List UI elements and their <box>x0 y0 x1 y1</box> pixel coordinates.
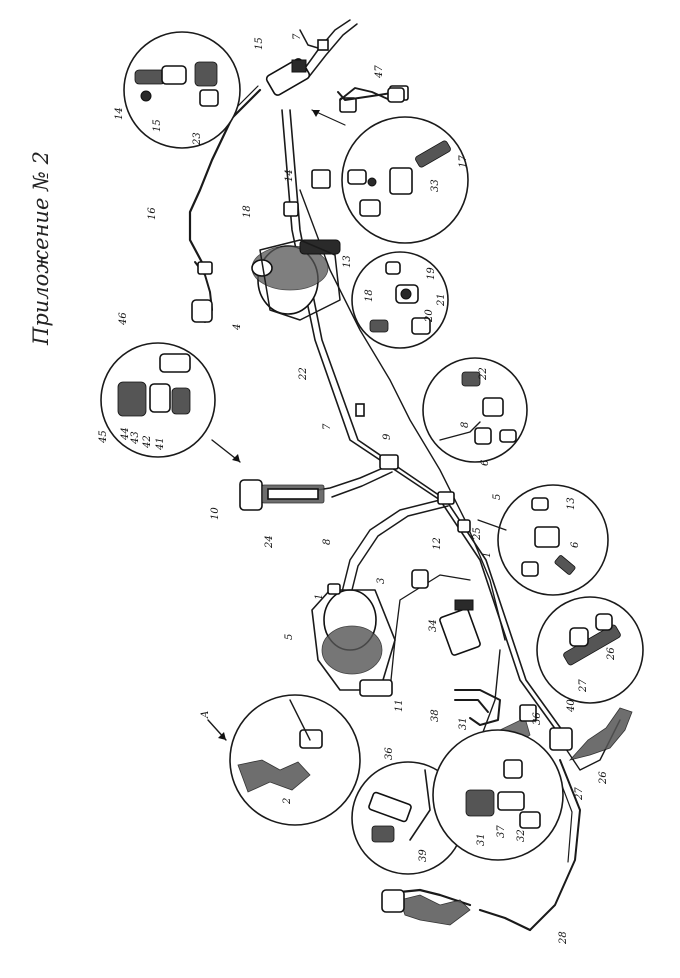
block-10-24 <box>239 479 325 511</box>
label-38: 38 <box>430 709 441 722</box>
label-23: 23 <box>192 132 203 146</box>
label-14b: 14 <box>284 169 295 182</box>
label-10: 10 <box>210 507 221 520</box>
fittings-top-right <box>265 58 409 217</box>
valve-block-34 <box>411 569 481 656</box>
label-17: 17 <box>458 155 469 168</box>
label-9: 9 <box>382 433 393 440</box>
label-36a: 36 <box>532 712 543 725</box>
label-26a: 26 <box>606 647 617 661</box>
label-14a: 14 <box>114 107 125 120</box>
detail-circle-22-8 <box>422 357 528 463</box>
label-21: 21 <box>436 293 447 307</box>
label-8b: 8 <box>322 539 333 545</box>
brake-chamber-top <box>251 239 341 321</box>
label-24: 24 <box>264 535 275 549</box>
top-right-hose <box>299 29 405 103</box>
detail-circle-18-21 <box>351 251 449 349</box>
label-27a: 27 <box>578 679 589 693</box>
detail-circle-31-37 <box>432 729 564 861</box>
label-43: 43 <box>130 431 141 445</box>
label-40: 40 <box>566 699 577 713</box>
label-2: 2 <box>282 798 293 805</box>
label-46: 46 <box>118 312 129 326</box>
label-12: 12 <box>432 537 443 550</box>
label-3: 3 <box>376 578 387 584</box>
label-6b: 6 <box>570 541 581 548</box>
label-25: 25 <box>472 527 483 541</box>
detail-circle-13-6 <box>497 484 609 596</box>
label-13: 13 <box>342 255 353 268</box>
label-34: 34 <box>428 619 439 632</box>
label-42: 42 <box>142 435 153 449</box>
label-36b: 36 <box>384 747 395 760</box>
detail-circle-26-27 <box>536 596 644 704</box>
label-13b: 13 <box>566 497 577 510</box>
label-32: 32 <box>516 829 527 842</box>
label-15a: 15 <box>254 37 265 50</box>
label-4: 4 <box>232 324 243 331</box>
label-15b: 15 <box>152 119 163 132</box>
label-1b: 1 <box>314 594 325 600</box>
label-31a: 31 <box>458 717 469 730</box>
diagram-title: Приложение № 2 <box>29 151 53 346</box>
label-18a: 18 <box>242 205 253 218</box>
label-28: 28 <box>558 931 569 945</box>
label-6: 6 <box>480 459 491 466</box>
label-33: 33 <box>430 179 441 192</box>
label-45: 45 <box>98 430 109 444</box>
label-19: 19 <box>426 267 437 280</box>
label-44: 44 <box>120 427 131 441</box>
tee-fittings-mid <box>327 403 471 595</box>
detail-circle-A-2 <box>229 694 361 826</box>
label-47: 47 <box>374 65 385 79</box>
detail-circle-top <box>123 31 241 149</box>
label-5b: 5 <box>284 634 295 640</box>
connector-left-16 <box>191 261 213 323</box>
label-22a: 22 <box>298 367 309 381</box>
arrows <box>207 109 507 741</box>
label-11: 11 <box>394 699 405 712</box>
label-18b: 18 <box>364 289 375 302</box>
bracket-31 <box>454 689 501 726</box>
detail-circle-15-33 <box>341 116 469 244</box>
label-8a: 8 <box>460 422 471 428</box>
label-39: 39 <box>418 849 429 862</box>
label-A: A <box>200 711 211 719</box>
label-16: 16 <box>147 207 158 220</box>
label-26b: 26 <box>598 771 609 785</box>
label-22b: 22 <box>478 367 489 381</box>
label-1a: 1 <box>482 552 493 558</box>
label-37: 37 <box>496 825 507 838</box>
label-7a: 7 <box>322 423 333 430</box>
part-labels: 15 14 15 23 47 17 33 14 18 16 13 4 18 19… <box>98 33 617 945</box>
label-20: 20 <box>424 309 435 323</box>
brake-chamber-bottom <box>311 589 396 697</box>
label-31b: 31 <box>476 833 487 846</box>
label-5a: 5 <box>492 494 503 500</box>
label-7b: 7 <box>292 33 303 40</box>
label-27b: 27 <box>574 787 585 801</box>
label-41: 41 <box>155 437 166 451</box>
detail-circle-43-46 <box>100 342 216 458</box>
